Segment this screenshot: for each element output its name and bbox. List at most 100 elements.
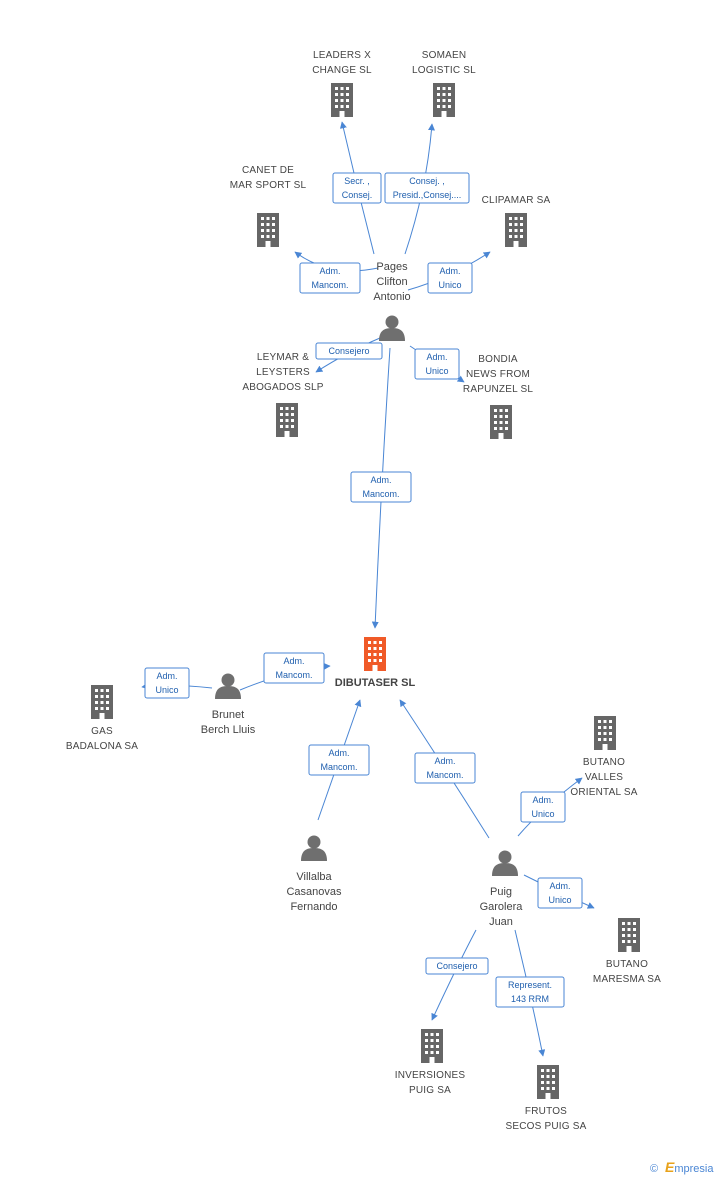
edge-label-text: Adm.	[156, 671, 177, 681]
edge-labels-layer: Secr. ,Consej.Consej. ,Presid.,Consej...…	[144, 172, 583, 1008]
edge-label-pages-to-leaders[interactable]: Secr. ,Consej.	[332, 172, 382, 204]
edge-label-text: Consejero	[328, 346, 369, 356]
edge-label-pages-to-bondia[interactable]: Adm. Unico	[414, 348, 460, 380]
edge-label-box	[537, 877, 583, 909]
node-label-line: MARESMA SA	[593, 974, 661, 985]
copyright-symbol: ©	[650, 1163, 658, 1175]
edge-label-text: Adm.	[370, 475, 391, 485]
edge-label-text: Adm.	[328, 748, 349, 758]
edge-label-box	[414, 348, 460, 380]
edge-label-text: Adm.	[283, 656, 304, 666]
node-dibutaser[interactable]: DIBUTASER SL	[335, 637, 416, 689]
edge-label-text: Mancom.	[311, 280, 348, 290]
node-label-line: INVERSIONES	[395, 1070, 466, 1081]
node-label-line: MAR SPORT SL	[230, 180, 307, 191]
edge-label-box	[495, 976, 565, 1008]
node-label-line: NEWS FROM	[466, 369, 530, 380]
edge-label-text: Mancom.	[275, 670, 312, 680]
edge-label-box	[315, 342, 383, 360]
node-label-line: GAS	[91, 726, 113, 737]
building-icon	[276, 403, 298, 437]
node-label-line: SECOS PUIG SA	[506, 1121, 587, 1132]
node-canet[interactable]: CANET DE MAR SPORT SL	[230, 165, 307, 247]
person-icon	[379, 315, 405, 341]
node-label-line: Puig	[490, 886, 512, 898]
edge-label-villalba-to-dibutaser[interactable]: Adm.Mancom.	[308, 744, 370, 776]
person-icon	[301, 835, 327, 861]
node-label-line: Fernando	[290, 901, 337, 913]
edge-label-box	[350, 471, 412, 503]
edge-label-text: Unico	[155, 685, 178, 695]
building-icon	[505, 213, 527, 247]
edge-label-brunet-to-dibutaser[interactable]: Adm. Mancom.	[263, 652, 325, 684]
edge-label-pages-to-canet[interactable]: Adm.Mancom.	[299, 262, 361, 294]
edge-label-box	[520, 791, 566, 823]
edge-label-text: Mancom.	[362, 489, 399, 499]
building-icon	[331, 83, 353, 117]
node-clipamar[interactable]: CLIPAMAR SA	[482, 195, 551, 247]
edge-label-box	[308, 744, 370, 776]
node-label-line: Brunet	[212, 709, 244, 721]
edge-label-pages-to-dibutaser[interactable]: Adm. Mancom.	[350, 471, 412, 503]
building-icon	[421, 1029, 443, 1063]
edge-label-text: Unico	[531, 809, 554, 819]
edge-label-box	[425, 957, 489, 975]
node-label-line: Casanovas	[286, 886, 342, 898]
building-icon	[433, 83, 455, 117]
node-label-line: LEYSTERS	[256, 367, 310, 378]
node-label-line: Garolera	[480, 901, 524, 913]
node-label-line: CLIPAMAR SA	[482, 195, 551, 206]
node-label-line: FRUTOS	[525, 1106, 567, 1117]
edge-label-pages-to-somaen[interactable]: Consej. ,Presid.,Consej....	[384, 172, 470, 204]
node-label-line: Clifton	[376, 276, 407, 288]
person-icon	[215, 673, 241, 699]
edge-label-text: Presid.,Consej....	[393, 190, 462, 200]
node-label-line: DIBUTASER SL	[335, 677, 416, 689]
edge-label-box	[384, 172, 470, 204]
node-label-line: LEADERS X	[313, 50, 371, 61]
edge-label-puig-to-inversiones[interactable]: Consejero	[425, 957, 489, 975]
edge-label-puig-to-frutos[interactable]: Represent.143 RRM	[495, 976, 565, 1008]
node-label-line: Pages	[376, 261, 408, 273]
edge-label-text: Adm.	[439, 266, 460, 276]
edge-label-text: Adm.	[549, 881, 570, 891]
edge-label-pages-to-leymar[interactable]: Consejero	[315, 342, 383, 360]
building-icon	[91, 685, 113, 719]
empresia-logo-text: Empresia	[665, 1159, 714, 1175]
edge-label-brunet-to-gas[interactable]: Adm. Unico	[144, 667, 190, 699]
edge-label-text: Unico	[425, 366, 448, 376]
edge-label-box	[414, 752, 476, 784]
node-label-line: LEYMAR &	[257, 352, 309, 363]
building-icon	[618, 918, 640, 952]
edge-label-puig-to-butano_valles[interactable]: Adm.Unico	[520, 791, 566, 823]
node-frutos[interactable]: FRUTOS SECOS PUIG SA	[506, 1065, 587, 1132]
person-icon	[492, 850, 518, 876]
node-butano_maresma[interactable]: BUTANO MARESMA SA	[593, 918, 661, 985]
node-label-line: BUTANO	[606, 959, 648, 970]
node-label-line: CANET DE	[242, 165, 294, 176]
edge-label-pages-to-clipamar[interactable]: Adm.Unico	[427, 262, 473, 294]
node-label-line: Antonio	[373, 291, 410, 303]
node-label-line: LOGISTIC SL	[412, 65, 476, 76]
edge-label-puig-to-butano_maresma[interactable]: Adm.Unico	[537, 877, 583, 909]
footer-logo[interactable]: © Empresia	[650, 1159, 714, 1175]
building-icon	[257, 213, 279, 247]
edge-label-text: Mancom.	[426, 770, 463, 780]
edge-label-puig-to-dibutaser[interactable]: Adm.Mancom.	[414, 752, 476, 784]
building-icon	[490, 405, 512, 439]
edge-label-box	[144, 667, 190, 699]
edge-label-text: Adm.	[426, 352, 447, 362]
